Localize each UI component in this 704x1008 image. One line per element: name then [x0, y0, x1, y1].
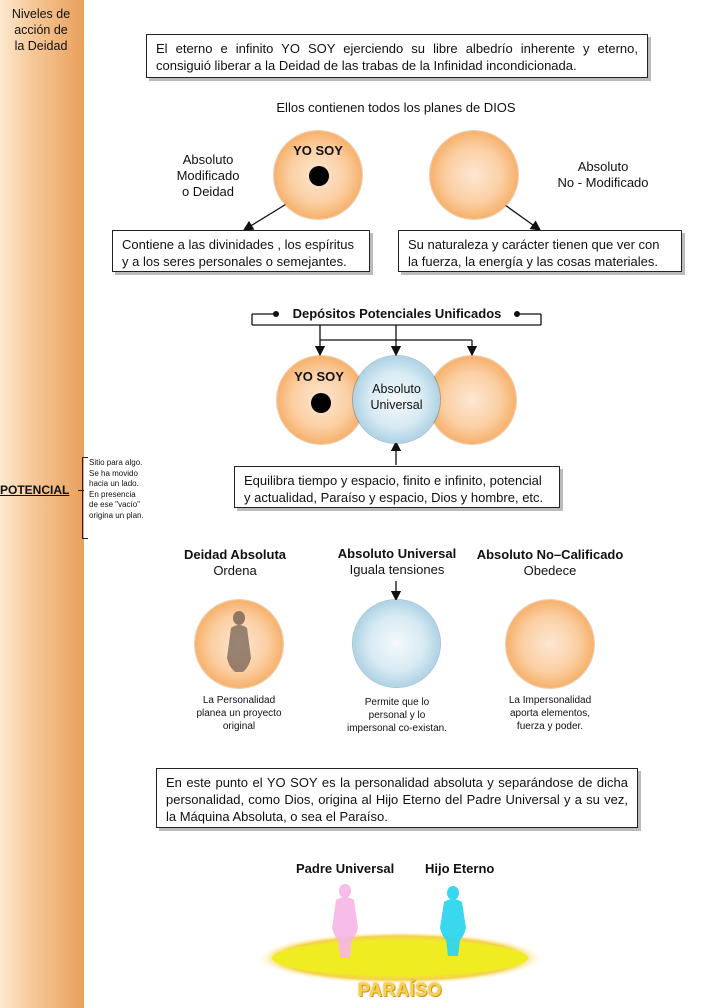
note-line: origina un plan.: [89, 510, 144, 520]
label-line: o Deidad: [181, 184, 235, 199]
silhouette-figure-icon: [227, 611, 251, 672]
label-line: No - Modificado: [557, 175, 649, 190]
universal-circle: [353, 600, 440, 687]
sidebar-gradient: [0, 0, 84, 1008]
sidebar-title: Niveles de acción de la Deidad: [2, 6, 80, 54]
trio-universal: Absoluto Universal Iguala tensiones: [322, 546, 472, 577]
note-line: En presencia: [89, 489, 136, 499]
trio-title: Deidad Absoluta: [183, 547, 287, 562]
trio-subtitle: Iguala tensiones: [349, 562, 445, 577]
desc-line: planea un proyecto: [196, 708, 282, 719]
balance-box: Equilibra tiempo y espacio, finito e inf…: [234, 466, 560, 508]
potencial-note: Sitio para algo. Se ha movido hacia un l…: [89, 458, 159, 522]
no-calificado-desc: La Impersonalidad aporta elementos, fuer…: [488, 694, 612, 733]
trio-title: Absoluto Universal: [337, 546, 457, 561]
desc-line: fuerza y poder.: [516, 721, 584, 732]
trio-title: Absoluto No–Calificado: [476, 547, 624, 562]
yo-soy-label: YO SOY: [293, 143, 343, 158]
arrow-right-circle-to-box: [504, 204, 542, 231]
trio-subtitle: Ordena: [213, 563, 257, 578]
label-line: Modificado: [176, 168, 240, 183]
label-line: Universal: [370, 398, 423, 412]
desc-line: impersonal co-existan.: [346, 723, 448, 734]
box-line: Su naturaleza y carácter tienen que ver …: [408, 237, 660, 252]
trio-subtitle: Obedece: [523, 563, 577, 578]
desc-line: La Impersonalidad: [508, 695, 592, 706]
note-bracket: [82, 457, 88, 539]
universal-desc: Permite que lo personal y lo impersonal …: [332, 696, 462, 735]
label-line: Absoluto: [577, 159, 629, 174]
label-line: Absoluto: [182, 152, 234, 167]
yo-soy-circle: YO SOY: [274, 131, 362, 219]
note-bracket-tick: [78, 490, 84, 491]
note-line: Se ha movido: [89, 468, 138, 478]
paraiso-label: PARAÍSO: [357, 980, 443, 1000]
padre-universal-label: Padre Universal: [296, 861, 395, 876]
unmodified-circle: [430, 131, 518, 219]
modified-absolute-label: Absoluto Modificado o Deidad: [165, 152, 251, 200]
label-line: Absoluto: [372, 382, 421, 396]
unmodified-absolute-label: Absoluto No - Modificado: [548, 159, 658, 191]
intro-text: El eterno e infinito YO SOY ejerciendo s…: [156, 41, 638, 73]
hijo-eterno-label: Hijo Eterno: [425, 861, 495, 876]
padre-universal-figure-icon: [332, 884, 358, 958]
divinities-box: Contiene a las divinidades , los espírit…: [112, 230, 370, 272]
potencial-label: POTENCIAL: [0, 483, 70, 497]
desc-line: personal y lo: [368, 710, 426, 721]
note-line: de ese "vacío": [89, 500, 141, 510]
nature-box: Su naturaleza y carácter tienen que ver …: [398, 230, 682, 272]
box-line: la fuerza, la energía y las cosas materi…: [408, 254, 659, 269]
desc-line: La Personalidad: [202, 695, 276, 706]
deposits-title: Depósitos Potenciales Unificados: [292, 306, 502, 321]
venn-yo-soy-label: YO SOY: [294, 369, 344, 384]
box-line: y a los seres personales o semejantes.: [122, 254, 347, 269]
box-line: Equilibra tiempo y espacio, finito e inf…: [244, 473, 542, 488]
intro-box: El eterno e infinito YO SOY ejerciendo s…: [146, 34, 648, 78]
note-line: Sitio para algo.: [89, 458, 143, 467]
hijo-eterno-figure-icon: [440, 886, 466, 956]
arrow-left-circle-to-box: [242, 202, 289, 231]
bottom-text: En este punto el YO SOY es la personalid…: [166, 775, 628, 824]
desc-line: Permite que lo: [364, 697, 430, 708]
venn-yo-soy-circle: YO SOY: [277, 356, 365, 444]
sidebar-title-line: acción de: [14, 23, 68, 37]
plans-caption: Ellos contienen todos los planes de DIOS: [276, 100, 516, 115]
deidad-desc: La Personalidad planea un proyecto origi…: [178, 694, 300, 733]
trio-no-calificado: Absoluto No–Calificado Obedece: [468, 547, 632, 578]
sidebar-title-line: la Deidad: [14, 39, 68, 53]
paraiso-ring-core: [272, 940, 528, 976]
venn-universal-circle: Absoluto Universal: [353, 356, 440, 443]
note-line: hacia un lado.: [89, 479, 139, 489]
box-line: Contiene a las divinidades , los espírit…: [122, 237, 354, 252]
desc-line: aporta elementos,: [509, 708, 591, 719]
deidad-circle: [195, 600, 283, 688]
yo-soy-dot: [309, 166, 329, 186]
venn-yo-soy-dot: [311, 393, 331, 413]
venn-right-circle: [428, 356, 516, 444]
deposits-right-dot: [514, 311, 520, 317]
bottom-box: En este punto el YO SOY es la personalid…: [156, 768, 638, 828]
trio-deidad: Deidad Absoluta Ordena: [160, 547, 310, 578]
no-calificado-circle: [506, 600, 594, 688]
box-line: y actualidad, Paraíso y espacio, Dios y …: [244, 490, 544, 505]
sidebar-title-line: Niveles de: [11, 7, 71, 21]
venn-universal-label: Absoluto Universal: [353, 381, 440, 413]
deposits-left-dot: [273, 311, 279, 317]
desc-line: original: [222, 721, 256, 732]
